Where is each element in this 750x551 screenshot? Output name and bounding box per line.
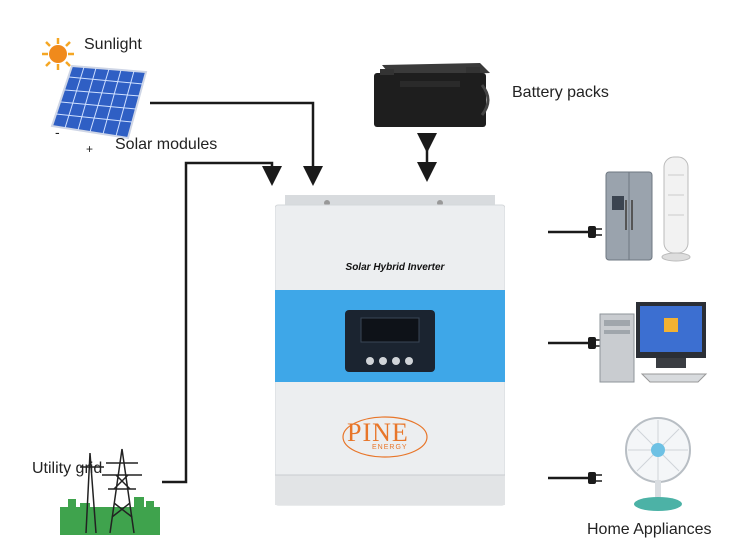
minus-label: - xyxy=(55,124,60,140)
fridge-icon xyxy=(605,171,653,261)
plus-label: + xyxy=(86,142,94,156)
plug-icon xyxy=(548,337,602,349)
sunlight-label: Sunlight xyxy=(84,36,142,53)
inverter-unit xyxy=(275,195,505,507)
battery-packs-label: Battery packs xyxy=(512,84,609,101)
brand-sub: ENERGY xyxy=(372,444,408,451)
utility-grid-label: Utility grid xyxy=(32,460,103,477)
brand-logo: PINE xyxy=(347,418,409,447)
solar-wire xyxy=(150,101,323,186)
tower-fan-icon xyxy=(661,156,691,262)
grid-wire xyxy=(162,161,282,484)
plug-icon xyxy=(548,472,602,484)
power-tower-icon xyxy=(60,448,160,535)
inverter-title: Solar Hybrid Inverter xyxy=(345,262,445,273)
inverter-body xyxy=(275,195,505,506)
solar-modules-label: Solar modules xyxy=(115,136,218,153)
computer-icon xyxy=(599,302,708,383)
battery-icon xyxy=(374,63,490,127)
solar-panel-icon xyxy=(50,64,148,140)
home-appliances-label: Home Appliances xyxy=(587,521,712,538)
sun-icon xyxy=(42,38,74,70)
plug-icon xyxy=(548,226,602,238)
desk-fan-icon xyxy=(625,417,691,511)
